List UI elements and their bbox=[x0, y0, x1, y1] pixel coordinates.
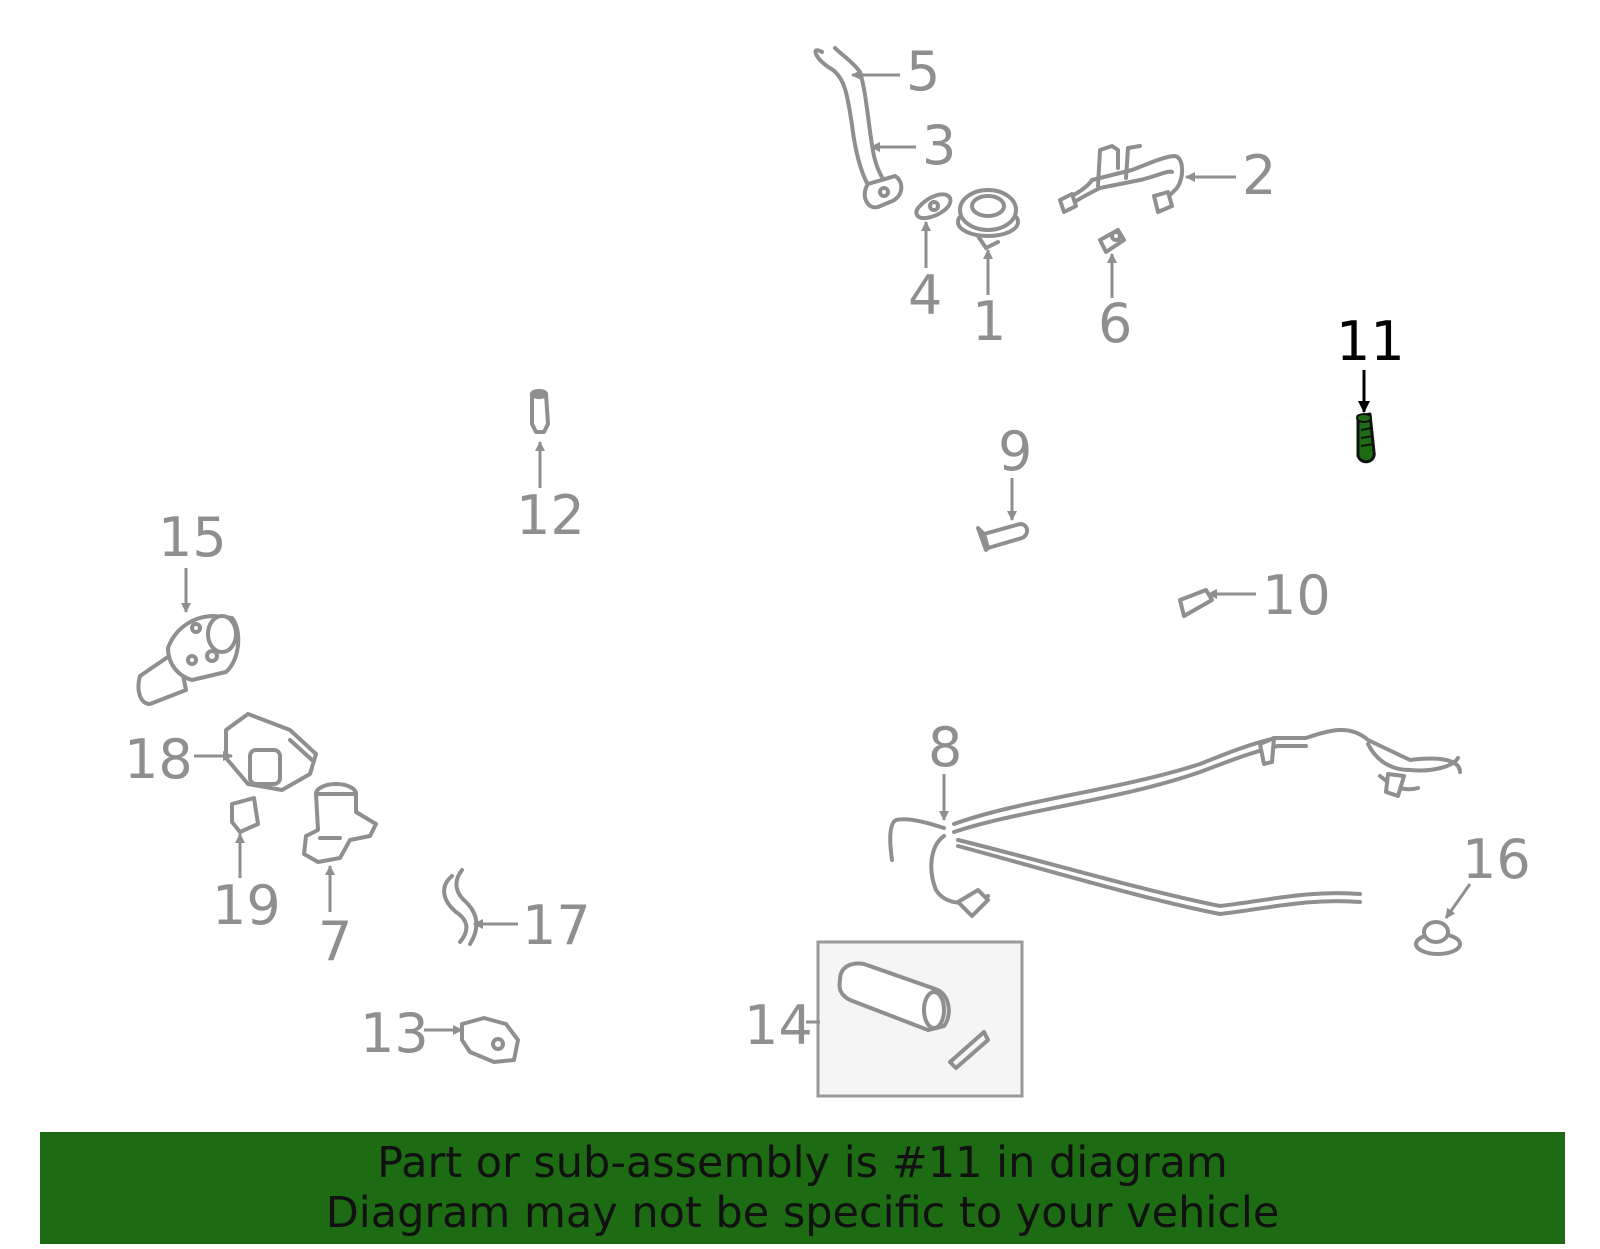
callout-label: 3 bbox=[922, 114, 956, 177]
callout-label: 2 bbox=[1242, 144, 1276, 207]
callout-6[interactable]: 6 bbox=[1098, 253, 1132, 355]
part-1-egr-valve[interactable] bbox=[956, 188, 1020, 250]
callout-label: 17 bbox=[522, 894, 591, 957]
part-12-sensor[interactable] bbox=[530, 389, 550, 434]
info-banner: Part or sub-assembly is #11 in diagram D… bbox=[40, 1132, 1565, 1244]
callout-10[interactable]: 10 bbox=[1207, 564, 1331, 627]
callout-7[interactable]: 7 bbox=[318, 865, 352, 973]
callout-label: 9 bbox=[998, 420, 1032, 483]
callout-17[interactable]: 17 bbox=[473, 894, 591, 957]
part-9-sensor[interactable] bbox=[976, 522, 1029, 552]
part-16-grommet[interactable] bbox=[1414, 920, 1462, 956]
part-10-clip[interactable] bbox=[1178, 588, 1214, 618]
part-15-throttle-body[interactable] bbox=[136, 614, 241, 706]
banner-line-part: Part or sub-assembly is #11 in diagram bbox=[377, 1138, 1228, 1188]
callout-label: 1 bbox=[972, 290, 1006, 353]
callout-label: 10 bbox=[1262, 564, 1331, 627]
part-19-connector[interactable] bbox=[230, 796, 260, 834]
part-8-wiring-harness[interactable] bbox=[888, 727, 1462, 918]
callout-4[interactable]: 4 bbox=[908, 221, 942, 327]
callout-13[interactable]: 13 bbox=[360, 1002, 463, 1065]
callout-label: 14 bbox=[744, 994, 813, 1057]
callout-14[interactable]: 14 bbox=[744, 994, 820, 1057]
callout-label: 5 bbox=[906, 40, 940, 103]
part-13-bracket[interactable] bbox=[460, 1016, 520, 1064]
callout-label: 4 bbox=[908, 264, 942, 327]
part-7-solenoid[interactable] bbox=[302, 782, 378, 864]
callout-3[interactable]: 3 bbox=[870, 114, 956, 177]
callout-19[interactable]: 19 bbox=[212, 833, 281, 937]
part-4-gasket[interactable] bbox=[914, 192, 953, 221]
part-14-canister-box[interactable] bbox=[816, 940, 1024, 1098]
callout-1[interactable]: 1 bbox=[972, 249, 1006, 353]
part-17-hose[interactable] bbox=[442, 868, 479, 946]
callout-label: 6 bbox=[1098, 292, 1132, 355]
callout-12[interactable]: 12 bbox=[516, 441, 585, 547]
part-11-sensor-highlighted[interactable] bbox=[1356, 412, 1376, 464]
part-2-pipe[interactable] bbox=[1058, 144, 1185, 214]
callout-15[interactable]: 15 bbox=[158, 506, 227, 613]
callout-2[interactable]: 2 bbox=[1185, 144, 1276, 207]
callout-18[interactable]: 18 bbox=[124, 728, 233, 791]
callout-label: 15 bbox=[158, 506, 227, 569]
callout-11[interactable]: 11 bbox=[1336, 310, 1405, 413]
callout-label: 8 bbox=[928, 716, 962, 779]
callout-label: 13 bbox=[360, 1002, 429, 1065]
part-6-fitting[interactable] bbox=[1098, 228, 1126, 254]
part-3-tube[interactable] bbox=[813, 46, 904, 210]
callout-8[interactable]: 8 bbox=[928, 716, 962, 821]
callout-9[interactable]: 9 bbox=[998, 420, 1032, 521]
callout-5[interactable]: 5 bbox=[851, 40, 940, 103]
part-18-module[interactable] bbox=[224, 712, 318, 792]
callout-label: 19 bbox=[212, 874, 281, 937]
callout-16[interactable]: 16 bbox=[1444, 828, 1531, 919]
callout-label: 11 bbox=[1336, 310, 1405, 373]
callout-label: 18 bbox=[124, 728, 193, 791]
callout-label: 7 bbox=[318, 910, 352, 973]
banner-line-disclaimer: Diagram may not be specific to your vehi… bbox=[325, 1188, 1280, 1238]
callout-label: 12 bbox=[516, 484, 585, 547]
callout-label: 16 bbox=[1462, 828, 1531, 891]
